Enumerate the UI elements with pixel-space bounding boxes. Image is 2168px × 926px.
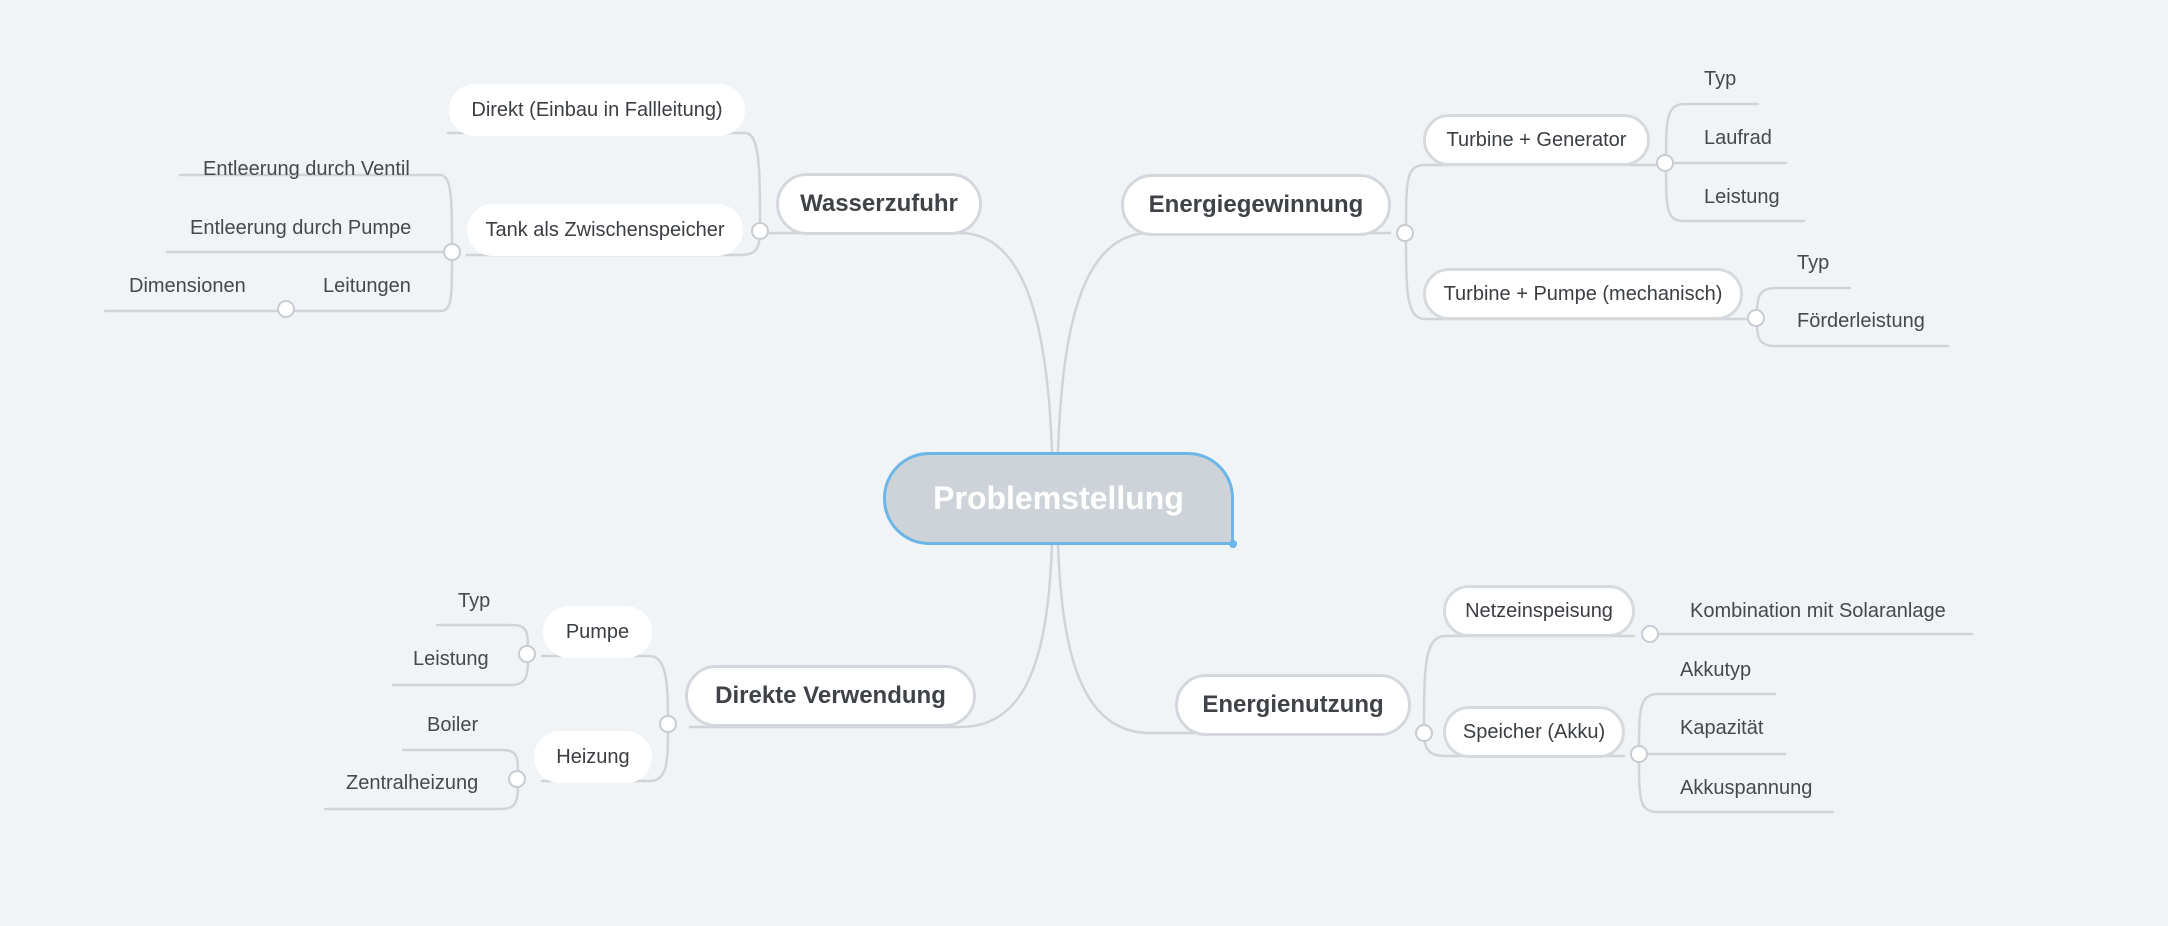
- collapse-toggle[interactable]: [1415, 724, 1433, 742]
- topic-label: Direkte Verwendung: [715, 682, 946, 709]
- collapse-toggle[interactable]: [1656, 154, 1674, 172]
- collapse-toggle[interactable]: [659, 715, 677, 733]
- collapse-toggle[interactable]: [518, 645, 536, 663]
- leaf-typ[interactable]: Typ: [1704, 68, 1737, 90]
- leaf-dimensionen[interactable]: Dimensionen: [129, 275, 246, 297]
- collapse-toggle[interactable]: [508, 770, 526, 788]
- collapse-toggle[interactable]: [1396, 224, 1414, 242]
- topic-label: Wasserzufuhr: [800, 190, 958, 217]
- leaf-entleerung-ventil[interactable]: Entleerung durch Ventil: [203, 158, 410, 180]
- leaf-typ[interactable]: Typ: [1797, 252, 1830, 274]
- subtopic-label: Tank als Zwischenspeicher: [485, 218, 725, 241]
- subtopic-label: Turbine + Generator: [1446, 128, 1627, 151]
- topic-direkte-verwendung[interactable]: Direkte Verwendung: [685, 665, 976, 727]
- topic-label: Energienutzung: [1202, 691, 1384, 718]
- subtopic-turbine-generator[interactable]: Turbine + Generator: [1423, 114, 1650, 166]
- central-topic[interactable]: Problemstellung: [883, 452, 1234, 545]
- leaf-leistung[interactable]: Leistung: [413, 648, 489, 670]
- subtopic-netzeinspeisung[interactable]: Netzeinspeisung: [1443, 585, 1635, 637]
- topic-wasserzufuhr[interactable]: Wasserzufuhr: [776, 173, 982, 235]
- subtopic-turbine-pumpe[interactable]: Turbine + Pumpe (mechanisch): [1423, 268, 1743, 320]
- subtopic-speicher-akku[interactable]: Speicher (Akku): [1443, 706, 1625, 758]
- leaf-leitungen[interactable]: Leitungen: [323, 275, 411, 297]
- leaf-typ[interactable]: Typ: [458, 590, 491, 612]
- topic-energienutzung[interactable]: Energienutzung: [1175, 674, 1411, 736]
- subtopic-label: Speicher (Akku): [1462, 720, 1606, 743]
- subtopic-direkt[interactable]: Direkt (Einbau in Fallleitung): [449, 84, 745, 136]
- collapse-toggle[interactable]: [1630, 745, 1648, 763]
- leaf-akkuspannung[interactable]: Akkuspannung: [1680, 777, 1813, 799]
- leaf-kombination-solaranlage[interactable]: Kombination mit Solaranlage: [1690, 600, 1946, 622]
- leaf-zentralheizung[interactable]: Zentralheizung: [346, 772, 479, 794]
- leaf-kapazitaet[interactable]: Kapazität: [1680, 717, 1764, 739]
- leaf-boiler[interactable]: Boiler: [427, 714, 479, 736]
- resize-handle[interactable]: [1229, 540, 1237, 548]
- subtopic-heizung[interactable]: Heizung: [534, 731, 652, 783]
- topic-energiegewinnung[interactable]: Energiegewinnung: [1121, 174, 1391, 236]
- subtopic-label: Pumpe: [565, 620, 630, 643]
- subtopic-tank[interactable]: Tank als Zwischenspeicher: [467, 204, 743, 256]
- central-topic-label: Problemstellung: [933, 480, 1184, 516]
- subtopic-label: Turbine + Pumpe (mechanisch): [1443, 282, 1723, 305]
- leaf-leistung[interactable]: Leistung: [1704, 186, 1780, 208]
- leaf-foerderleistung[interactable]: Förderleistung: [1797, 310, 1925, 332]
- leaf-akkutyp[interactable]: Akkutyp: [1680, 659, 1752, 681]
- collapse-toggle[interactable]: [751, 222, 769, 240]
- leaf-entleerung-pumpe[interactable]: Entleerung durch Pumpe: [190, 217, 412, 239]
- collapse-toggle[interactable]: [443, 243, 461, 261]
- topic-label: Energiegewinnung: [1148, 191, 1364, 218]
- subtopic-label: Netzeinspeisung: [1465, 599, 1613, 622]
- collapse-toggle[interactable]: [277, 300, 295, 318]
- subtopic-label: Heizung: [556, 745, 630, 768]
- collapse-toggle[interactable]: [1641, 625, 1659, 643]
- collapse-toggle[interactable]: [1747, 309, 1765, 327]
- subtopic-pumpe[interactable]: Pumpe: [543, 606, 652, 658]
- subtopic-label: Direkt (Einbau in Fallleitung): [471, 98, 723, 121]
- leaf-laufrad[interactable]: Laufrad: [1704, 127, 1772, 149]
